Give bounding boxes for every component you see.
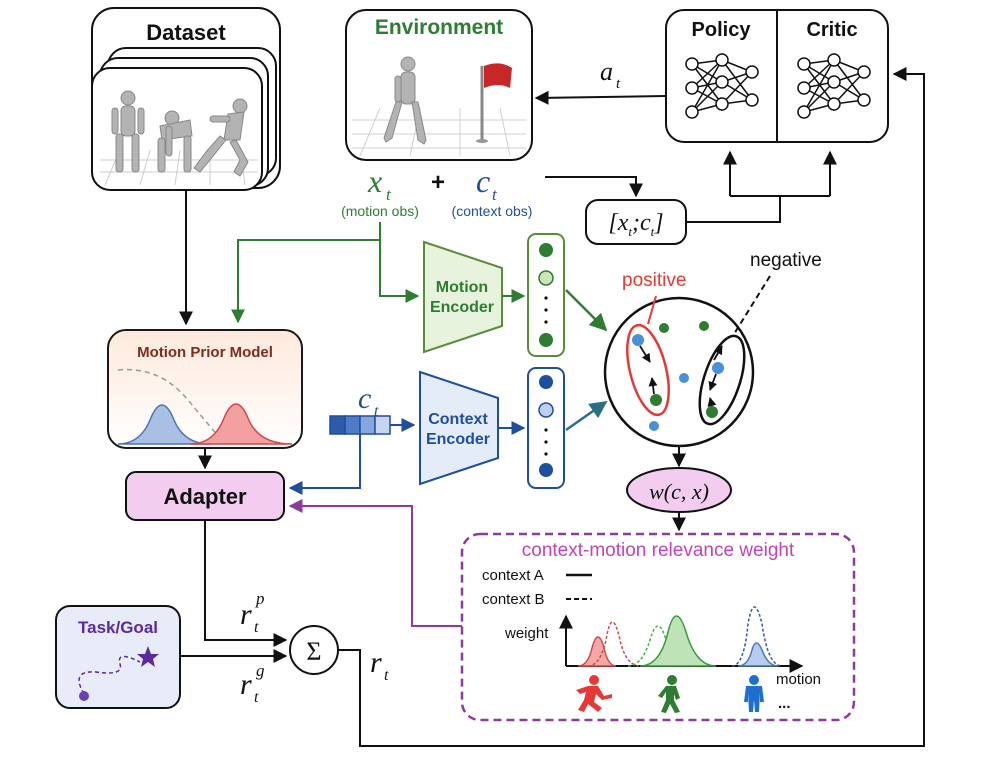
weight-axis-label: weight [504, 625, 549, 642]
standing-person-icon [744, 675, 764, 712]
adapter-block: Adapter [125, 471, 285, 521]
arrow-context-to-adapter [288, 434, 361, 495]
motion-encoder-line2: Encoder [430, 299, 494, 316]
negative-label: negative [750, 250, 822, 271]
relevance-title: context-motion relevance weight [522, 540, 795, 561]
context-encoder-line1: Context [428, 411, 488, 428]
environment-title: Environment [375, 16, 503, 39]
context-input-symbol: c [358, 382, 371, 415]
motion-axis-label: motion [776, 671, 821, 688]
reward-symbol: r [370, 646, 382, 679]
reward-goal-superscript: g [256, 661, 265, 680]
humanoid-figures [111, 90, 249, 177]
reward-prior-symbol: r [240, 598, 252, 631]
goal-star-icon [137, 646, 159, 667]
sum-symbol: Σ [306, 637, 321, 666]
policy-critic-block: Policy Critic [665, 9, 889, 143]
reward-goal-subscript: t [254, 689, 259, 706]
task-title: Task/Goal [78, 618, 158, 637]
negative-cluster-ellipse [698, 334, 746, 426]
reward-prior-superscript: p [255, 589, 265, 608]
arrow-adapter-to-sum [204, 520, 288, 647]
prior-title: Motion Prior Model [137, 344, 273, 361]
action-subscript: t [616, 76, 621, 92]
arrow-concat-to-policy-critic [686, 160, 831, 223]
motion-obs-subscript: t [386, 185, 392, 204]
weight-function-node: w(c, x) [626, 467, 732, 513]
negative-pointer [733, 275, 771, 335]
motion-prior-model: Motion Prior Model [107, 329, 303, 449]
embedding-space [603, 296, 755, 448]
critic-network-icon [797, 53, 871, 119]
positive-pointer [647, 295, 657, 325]
concat-box: [xt;ct] [585, 199, 687, 245]
environment-floor-grid [352, 107, 526, 157]
action-symbol: a [600, 57, 613, 86]
positive-cluster-ellipse [626, 323, 670, 417]
motion-obs-label: x t (motion obs) [341, 163, 419, 219]
walking-person-icon [658, 675, 680, 713]
plus-sign: + [431, 169, 445, 196]
policy-title: Policy [692, 19, 752, 41]
context-obs-label: c t (context obs) [452, 163, 533, 219]
arrow-motion-to-encoder [379, 240, 420, 303]
weight-function-text: w(c, x) [649, 479, 709, 504]
action-label: a t [600, 57, 621, 92]
reward-prior-label: r t p [240, 589, 265, 636]
arrow-obs-to-concat [545, 176, 643, 198]
motion-embedding-vector [527, 233, 565, 357]
legend-context-b: context B [482, 591, 545, 608]
positive-label: positive [622, 270, 686, 291]
reward-subscript: t [384, 667, 389, 684]
dataset-title: Dataset [146, 20, 226, 45]
arrow-context-embedding-to-space [565, 400, 608, 432]
motion-encoder-line1: Motion [436, 279, 488, 296]
reward-prior-subscript: t [254, 619, 259, 636]
sum-node: Σ [289, 625, 339, 675]
concat-text: [xt;ct] [608, 210, 663, 239]
critic-title: Critic [806, 19, 857, 41]
running-person-icon [576, 675, 612, 712]
motion-obs-caption: (motion obs) [341, 203, 419, 219]
context-encoder-line2: Encoder [426, 431, 490, 448]
reward-label: r t [370, 646, 389, 684]
arrow-reward-to-critic [338, 67, 925, 747]
motion-obs-symbol: x [367, 163, 382, 199]
environment-block: Environment [345, 9, 533, 161]
context-obs-caption: (context obs) [452, 203, 533, 219]
walking-humanoid [383, 56, 427, 145]
goal-flag-icon [476, 63, 512, 143]
relevance-weight-panel: context-motion relevance weight context … [460, 532, 856, 722]
legend-context-a: context A [482, 567, 544, 584]
arrow-motion-embedding-to-space [565, 289, 608, 332]
context-input-vector [329, 415, 391, 435]
policy-network-icon [685, 53, 759, 119]
motion-ellipsis: ... [778, 695, 791, 712]
context-obs-subscript: t [492, 185, 498, 204]
context-embedding-vector [527, 367, 565, 489]
context-encoder: Context Encoder [419, 370, 499, 486]
task-goal-block: Task/Goal [55, 605, 181, 709]
adapter-title: Adapter [163, 484, 247, 509]
reward-goal-symbol: r [240, 668, 252, 701]
motion-encoder: Motion Encoder [423, 240, 503, 354]
context-input-subscript: t [374, 403, 379, 420]
arrow-motion-to-prior [231, 222, 381, 324]
arrow-relevance-to-adapter [288, 499, 462, 627]
start-dot-icon [79, 691, 89, 701]
context-obs-symbol: c [476, 163, 490, 199]
reward-goal-label: r t g [240, 661, 265, 706]
arrow-action-to-env [534, 90, 667, 105]
dataset-block: Dataset [91, 7, 281, 191]
